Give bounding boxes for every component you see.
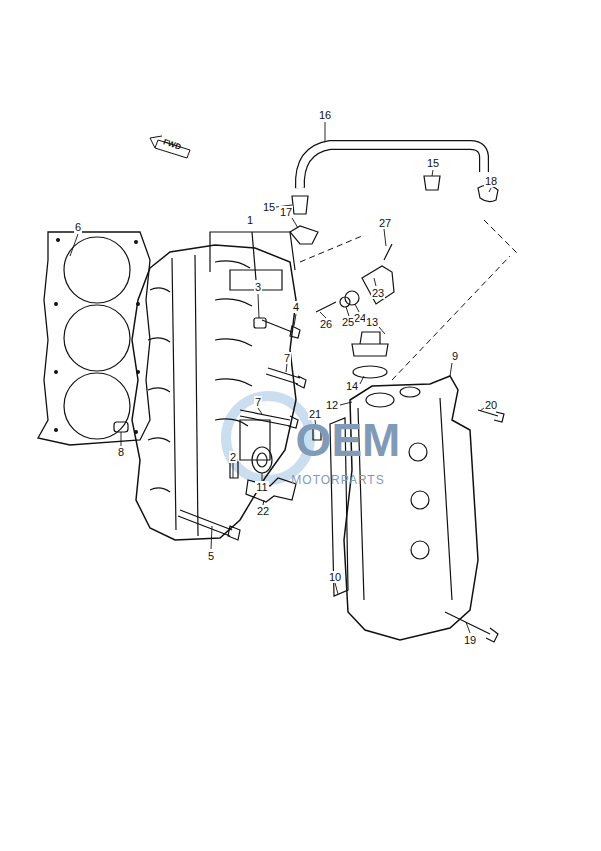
- callout-number: 7: [254, 396, 262, 408]
- callout-number: 15: [262, 201, 276, 213]
- callout-number: 27: [378, 217, 392, 229]
- fwd-text: FWD: [161, 137, 183, 152]
- callout-number: 17: [279, 206, 293, 218]
- watermark: OEM: [295, 416, 402, 464]
- callout-number: 1: [246, 214, 254, 226]
- callout-number: 23: [371, 287, 385, 299]
- callout-number: 26: [319, 318, 333, 330]
- callout-number: 15: [426, 157, 440, 169]
- callout-number: 7: [283, 352, 291, 364]
- callout-number: 25: [341, 316, 355, 328]
- callout-number: 19: [463, 634, 477, 646]
- callout-number: 14: [345, 380, 359, 392]
- watermark: MOTORPARTS: [290, 474, 385, 487]
- callout-number: 4: [292, 301, 300, 313]
- callout-number: 3: [254, 281, 262, 293]
- callout-number: 11: [255, 481, 268, 493]
- callout-number: 2: [229, 451, 237, 463]
- callout-number: 6: [74, 221, 82, 233]
- callout-number: 12: [325, 399, 339, 411]
- callout-number: 9: [451, 350, 459, 362]
- callout-number: 22: [256, 505, 270, 517]
- callout-number: 10: [328, 571, 342, 583]
- callout-number: 5: [207, 550, 215, 562]
- callout-number: 13: [365, 316, 379, 328]
- callout-number: 20: [484, 399, 498, 411]
- callout-number: 18: [484, 175, 498, 187]
- callout-number: 8: [117, 446, 125, 458]
- callout-number: 16: [318, 109, 332, 121]
